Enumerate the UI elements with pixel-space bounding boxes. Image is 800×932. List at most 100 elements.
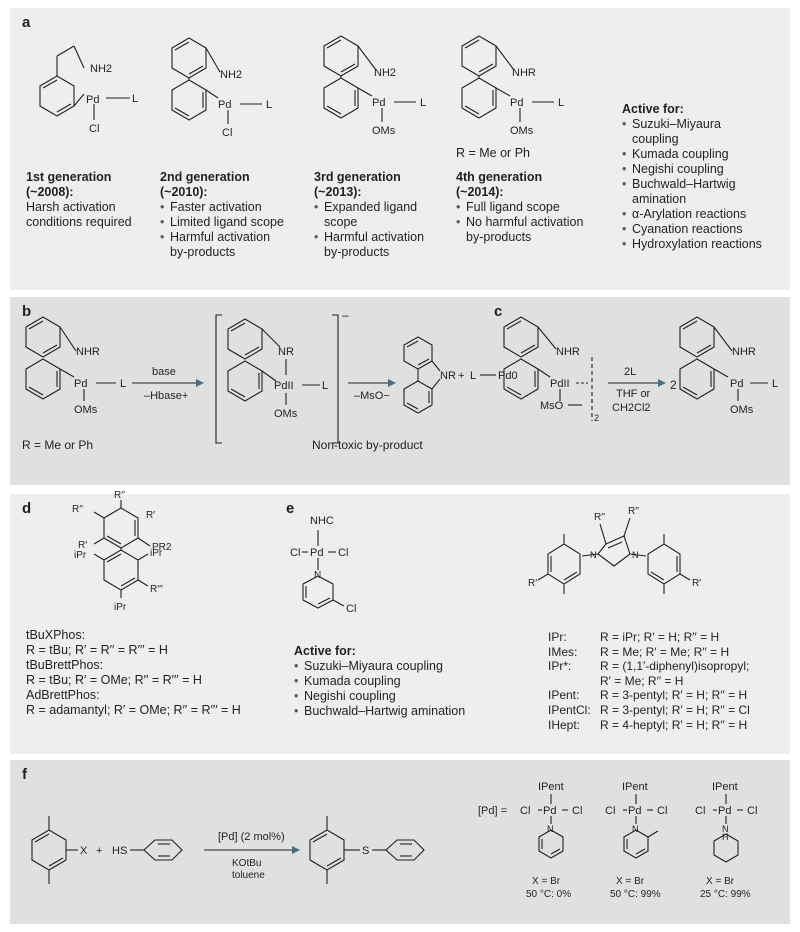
b-byproduct-caption: Non-toxic by-product (312, 438, 423, 452)
e-cl-right: Cl (338, 547, 348, 559)
f-x: X (80, 845, 88, 857)
panel-a-label: a (22, 14, 31, 31)
d-label-3: tBuBrettPhos: (26, 658, 104, 672)
c-product-pd: Pd (730, 378, 743, 390)
gen4-bullet: Full ligand scope (456, 200, 583, 215)
ligand-row: IPr*:R = (1,1′-diphenyl)isopropyl; (548, 659, 750, 674)
b-precatalyst (25, 316, 116, 401)
b-int-l: L (322, 380, 328, 392)
gen3-pd: Pd (372, 97, 385, 109)
gen1-line-2: conditions required (26, 215, 132, 229)
f-result-3-x: X = Br (706, 876, 735, 887)
f-result-3-cond: 25 °C: 99% (700, 889, 751, 900)
b-pd0: Pd0 (498, 370, 518, 382)
f-product (309, 816, 425, 884)
f-cat2-n: N (632, 824, 639, 834)
gen4-year: (~2014): (456, 185, 504, 199)
panel-d-label: d (22, 500, 32, 517)
gen3-structure (323, 35, 416, 122)
c-product-l: L (772, 378, 778, 390)
panel-f-label: f (22, 766, 27, 783)
b-carbazole (403, 336, 496, 414)
d-ipr-right: iPr (150, 548, 163, 559)
e-cl-left: Cl (290, 547, 300, 559)
d-ipr-left: iPr (74, 550, 87, 561)
b-base: base (152, 366, 176, 378)
f-cat1-pd: Pd (543, 805, 556, 817)
gen3-nh2: NH2 (374, 67, 396, 79)
ligand-row: IPentCl:R = 3-pentyl; R′ = H; R′′ = Cl (548, 702, 750, 717)
b-int-nr: NR (278, 346, 294, 358)
c-solvent-2: CH2Cl2 (612, 402, 651, 414)
b-r-definition: R = Me or Ph (22, 438, 93, 452)
gen4-structure (461, 35, 554, 122)
gen3-l: L (420, 97, 426, 109)
f-cat1-n: N (547, 824, 554, 834)
f-hs: HS (112, 845, 127, 857)
b-oms: OMs (74, 404, 98, 416)
f-cat1-ipent: IPent (538, 781, 564, 793)
e-active-title: Active for: (294, 644, 356, 658)
gen2-year: (~2010): (160, 185, 208, 199)
gen1-nh2: NH2 (90, 63, 112, 75)
f-cat3-cl-right: Cl (747, 805, 757, 817)
gen3-title: 3rd generation (314, 170, 401, 184)
e-pyridine-n: N (314, 570, 321, 581)
panel-b-c-scheme: NHR Pd L OMs base –Hbase+ NR PdII L OMs … (22, 308, 778, 452)
gen4-l: L (558, 97, 564, 109)
c-nhr: NHR (556, 346, 580, 358)
f-cat2-cl-right: Cl (657, 805, 667, 817)
f-catalyst-morpholine (713, 794, 743, 863)
panel-a-structures: NH2 Pd L Cl NH2 Pd L Cl NH2 Pd L OMs NHR… (39, 35, 564, 139)
b-product-l: L (470, 370, 476, 382)
f-cat2-cl-left: Cl (605, 805, 615, 817)
e-ligand-definitions: IPr:R = iPr; R′ = H; R′′ = H IMes:R = Me… (548, 630, 750, 732)
gen1-structure (39, 45, 130, 120)
b-mso-minus: –MsO− (354, 390, 390, 402)
e-pyridine-cl: Cl (346, 603, 356, 615)
f-cat3-ipent: IPent (712, 781, 738, 793)
d-r2-top: R′′ (114, 490, 125, 501)
c-solvent-1: THF or (616, 388, 651, 400)
gen4-bullets: Full ligand scope No harmful activationb… (456, 200, 583, 245)
c-dimer (503, 316, 593, 421)
d-ipr-bottom: iPr (114, 602, 127, 613)
f-cat2-pd: Pd (628, 805, 641, 817)
gen2-bullet: Limited ligand scope (160, 215, 284, 230)
b-carbazole-nr: NR (440, 370, 456, 382)
e-active-list: Suzuki–Miyaura coupling Kumada coupling … (294, 659, 465, 719)
d-label-5: AdBrettPhos: (26, 688, 100, 702)
e-nhc-ligand (537, 517, 691, 594)
gen4-oms: OMs (510, 125, 534, 137)
gen1-pd: Pd (86, 94, 99, 106)
f-base: KOtBu (232, 858, 261, 869)
e-active-item: Buchwald–Hartwig amination (294, 704, 465, 719)
gen4-title: 4th generation (456, 170, 543, 184)
e-active-item: Negishi coupling (294, 689, 465, 704)
e-nhc-n-left: N (590, 550, 597, 560)
f-cat1-cl-right: Cl (572, 805, 582, 817)
d-r2-left: R′′ (72, 504, 83, 515)
e-nhc-r2-left: R′′ (594, 512, 605, 523)
c-pd: PdII (550, 378, 570, 390)
panel-f-scheme: X + HS [Pd] (2 mol%) KOtBu toluene S [Pd… (31, 781, 757, 900)
f-result-1-cond: 50 °C: 0% (526, 889, 571, 900)
panel-b-c: b c (10, 297, 790, 485)
panel-d-e-structures: R′′ R′′ R′ R′ PR2 iPr iPr R′′′ iPr NHC C… (72, 490, 701, 615)
c-mso: MsO (540, 400, 564, 412)
d-label-1: tBuXPhos: (26, 628, 86, 642)
c-2l: 2L (624, 366, 636, 378)
gen2-bullet: Faster activation (160, 200, 284, 215)
panel-d-e: d e (10, 490, 790, 754)
gen4-nhr: NHR (512, 67, 536, 79)
f-catalyst-picoline (623, 794, 659, 859)
d-label-4: R = tBu; R′ = OMe; R′′ = R′′′ = H (26, 673, 202, 687)
panel-b-label: b (22, 303, 32, 320)
f-solvent: toluene (232, 870, 265, 881)
e-active-item: Kumada coupling (294, 674, 465, 689)
e-nhc-r1-right: R′ (692, 578, 701, 589)
